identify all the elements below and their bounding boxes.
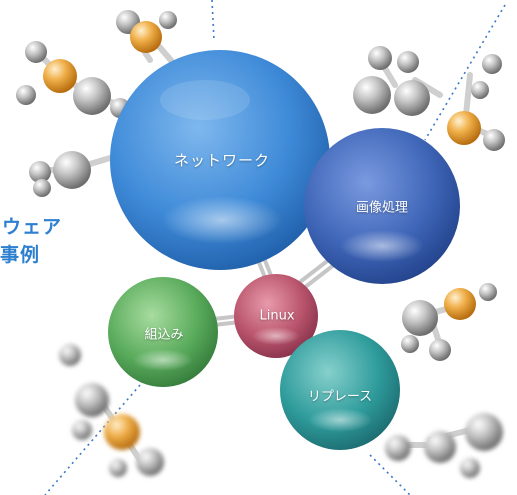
bubble-linux [234,274,318,358]
atom-orange [104,414,140,450]
dotted-connectors [44,0,506,495]
atom-gray [479,283,497,301]
atom-gray [159,11,177,29]
atom-gray [424,431,456,463]
atom-gray [136,448,164,476]
atom-gray [460,458,480,478]
bubble-label-network: ネットワーク [173,151,271,170]
atom-gray [25,41,47,63]
atom-orange [444,288,476,320]
atom-gray [16,85,36,105]
side-text-line1: ウェア [2,216,63,238]
blurred-molecules [59,344,503,478]
connector-top-right [424,4,506,141]
atom-gray [29,161,51,183]
bubble-label-linux: Linux [259,308,295,324]
atom-gray [72,420,92,440]
atom-gray [59,344,81,366]
bubble-embedded [108,277,218,387]
atom-gray [397,51,419,73]
atom-gray [401,335,419,353]
bubble-replace [280,330,400,450]
atom-orange [43,59,77,93]
atom-gray [368,46,392,70]
bubble-label-image-processing: 画像処理 [355,200,409,216]
atom-gray [109,459,127,477]
atom-gray [465,413,503,451]
atom-gray [75,383,109,417]
atom-gray [33,179,51,197]
bubble-label-replace: リプレース [307,389,373,405]
atom-gray [471,81,489,99]
atom-gray [394,80,430,116]
connector-top-left [211,0,215,41]
atom-orange [447,111,481,145]
atom-gray [402,300,438,336]
atom-gray [429,339,451,361]
connector-bottom-left [44,384,141,495]
atom-gray [73,77,111,115]
side-text-line2: 事例 [0,244,41,266]
atom-gray [483,129,505,151]
connector-bottom-right [369,454,411,495]
atom-gray [385,435,411,461]
atom-gray [482,54,502,74]
bubble-network [110,50,330,270]
atom-gray [53,151,91,189]
bubble-label-embedded: 組込み [144,327,184,343]
bubble-image-processing [304,128,460,284]
atom-gray [353,76,391,114]
atom-orange [130,21,162,53]
